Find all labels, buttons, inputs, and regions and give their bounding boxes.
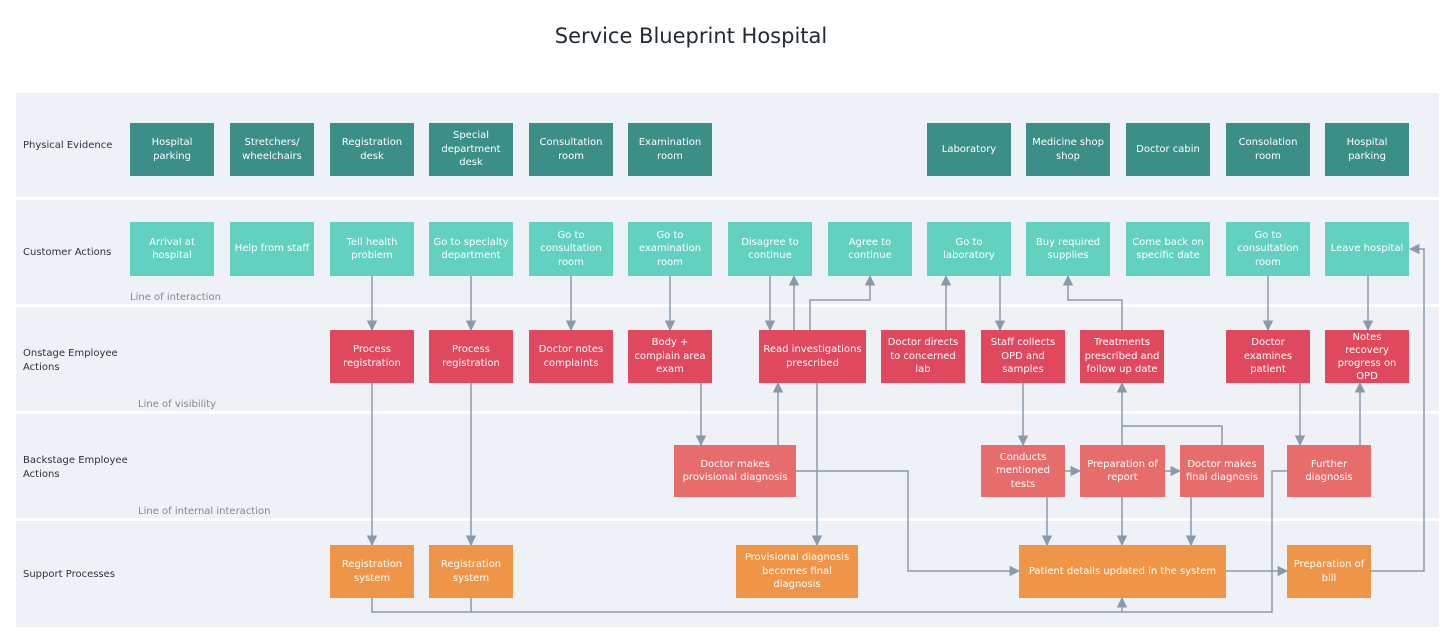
evidence-registration-desk: Registration desk bbox=[330, 123, 414, 176]
evidence-medicine-shop: Medicine shop shop bbox=[1026, 123, 1110, 176]
action-come-back-on-specific-date: Come back on specific date bbox=[1126, 222, 1210, 276]
backstage-conducts-mentioned-tests: Conducts mentioned tests bbox=[981, 445, 1065, 497]
evidence-hospital-parking: Hospital parking bbox=[130, 123, 214, 176]
action-go-to-examination-room: Go to examination room bbox=[628, 222, 712, 276]
action-leave-hospital: Leave hospital bbox=[1325, 222, 1409, 276]
onstage-process-registration: Process registration bbox=[330, 330, 414, 383]
page-title: Service Blueprint Hospital bbox=[554, 24, 828, 48]
action-tell-health-problem: Tell health problem bbox=[330, 222, 414, 276]
support-provisional-becomes-final: Provisional diagnosis becomes final diag… bbox=[736, 545, 858, 598]
onstage-doctor-directs-to-lab: Doctor directs to concerned lab bbox=[881, 330, 965, 383]
line-of-visibility-label: Line of visibility bbox=[138, 399, 217, 410]
action-help-from-staff: Help from staff bbox=[230, 222, 314, 276]
connector bbox=[371, 598, 1122, 613]
backstage-further-diagnosis: Further diagnosis bbox=[1287, 445, 1371, 497]
lane-label-onstage-actions: Onstage Employee Actions bbox=[23, 348, 118, 373]
support-patient-details-updated: Patient details updated in the system bbox=[1019, 545, 1226, 598]
connector bbox=[796, 470, 1021, 577]
connector bbox=[1370, 243, 1425, 572]
line-of-internal-interaction-label: Line of internal interaction bbox=[138, 506, 271, 517]
lane-label-support-processes: Support Processes bbox=[23, 569, 116, 580]
action-go-to-consultation-room-2: Go to consultation room bbox=[1226, 222, 1310, 276]
backstage-provisional-diagnosis: Doctor makes provisional diagnosis bbox=[674, 445, 796, 497]
action-go-to-laboratory: Go to laboratory bbox=[927, 222, 1011, 276]
connector bbox=[809, 274, 876, 330]
connector bbox=[1062, 274, 1123, 330]
lane-label-physical-evidence: Physical Evidence bbox=[23, 140, 113, 151]
lane-label-backstage-actions: Backstage Employee Actions bbox=[23, 455, 128, 480]
evidence-consultation-room: Consultation room bbox=[529, 123, 613, 176]
backstage-final-diagnosis: Doctor makes final diagnosis bbox=[1180, 445, 1264, 497]
onstage-process-registration-2: Process registration bbox=[429, 330, 513, 383]
evidence-hospital-parking-2: Hospital parking bbox=[1325, 123, 1409, 176]
onstage-doctor-examines-patient: Doctor examines patient bbox=[1226, 330, 1310, 383]
onstage-body-complain-area-exam: Body + complain area exam bbox=[628, 330, 712, 383]
onstage-staff-collects-opd-samples: Staff collects OPD and samples bbox=[981, 330, 1065, 383]
action-arrival-at-hospital: Arrival at hospital bbox=[130, 222, 214, 276]
evidence-examination-room: Examination room bbox=[628, 123, 712, 176]
action-agree-to-continue: Agree to continue bbox=[828, 222, 912, 276]
action-disagree-to-continue: Disagree to continue bbox=[728, 222, 812, 276]
evidence-doctor-cabin: Doctor cabin bbox=[1126, 123, 1210, 176]
onstage-treatments-prescribed: Treatments prescribed and follow up date bbox=[1080, 330, 1164, 383]
evidence-special-department-desk: Special department desk bbox=[429, 123, 513, 176]
onstage-notes-recovery-progress: Notes recovery progress on OPD bbox=[1325, 330, 1409, 383]
connector bbox=[1122, 425, 1223, 445]
connector bbox=[1116, 470, 1287, 613]
evidence-laboratory: Laboratory bbox=[927, 123, 1011, 176]
support-preparation-of-bill: Preparation of bill bbox=[1287, 545, 1371, 598]
support-registration-system: Registration system bbox=[330, 545, 414, 598]
action-buy-required-supplies: Buy required supplies bbox=[1026, 222, 1110, 276]
support-registration-system-2: Registration system bbox=[429, 545, 513, 598]
action-go-to-specialty-department: Go to specialty department bbox=[429, 222, 513, 276]
lane-label-customer-actions: Customer Actions bbox=[23, 247, 112, 258]
evidence-consolation-room: Consolation room bbox=[1226, 123, 1310, 176]
onstage-doctor-notes-complaints: Doctor notes complaints bbox=[529, 330, 613, 383]
line-of-interaction-label: Line of interaction bbox=[130, 292, 221, 303]
backstage-preparation-of-report: Preparation of report bbox=[1080, 445, 1165, 497]
evidence-stretchers-wheelchairs: Stretchers/ wheelchairs bbox=[230, 123, 314, 176]
onstage-read-investigations-prescribed: Read investigations prescribed bbox=[759, 330, 866, 383]
lane-onstage-actions bbox=[16, 307, 1439, 411]
action-go-to-consultation-room: Go to consultation room bbox=[529, 222, 613, 276]
